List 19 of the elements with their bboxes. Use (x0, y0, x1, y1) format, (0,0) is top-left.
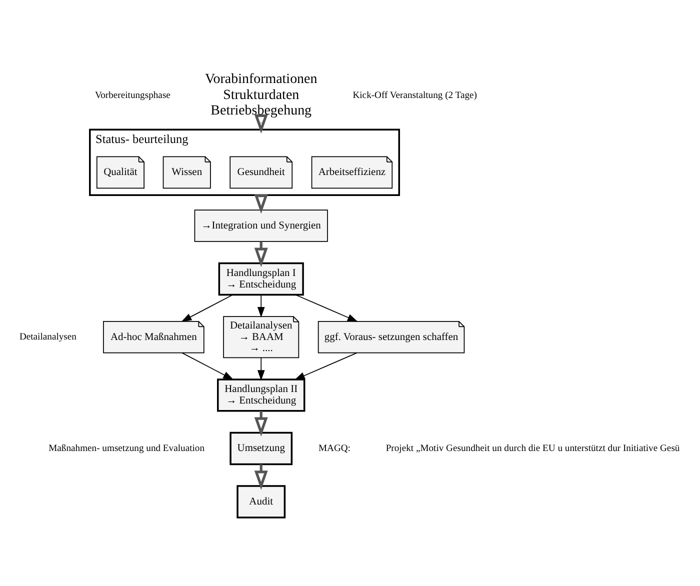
node-box: →Integration und Synergien (194, 210, 328, 242)
node-box: Handlungsplan I → Entscheidung (218, 262, 304, 296)
label: Kick-Off Veranstaltung (2 Tage) (352, 90, 478, 102)
label: Detailanalysen (19, 332, 76, 343)
arrow (257, 294, 265, 318)
arrow (254, 114, 268, 134)
arrow (257, 357, 265, 381)
arrow (181, 294, 234, 322)
arrow (295, 294, 358, 322)
node-text: Vorabinformationen Strukturdaten Betriebsbegehung (204, 72, 318, 119)
label: Vorbereitungsphase (94, 90, 170, 102)
label: Projekt „Motiv Gesundheit un durch die EU u unterstützt dur Initiative Gesü (386, 442, 680, 454)
label: MAGQ: (318, 442, 350, 454)
node-box: Handlungsplan II → Entscheidung (217, 378, 306, 412)
label: Maßnahmen- umsetzung und Evaluation (48, 442, 205, 454)
arrow (294, 352, 358, 380)
arrow (182, 352, 234, 380)
node-box: Umsetzung (230, 432, 293, 466)
node-box: Audit (236, 485, 286, 518)
